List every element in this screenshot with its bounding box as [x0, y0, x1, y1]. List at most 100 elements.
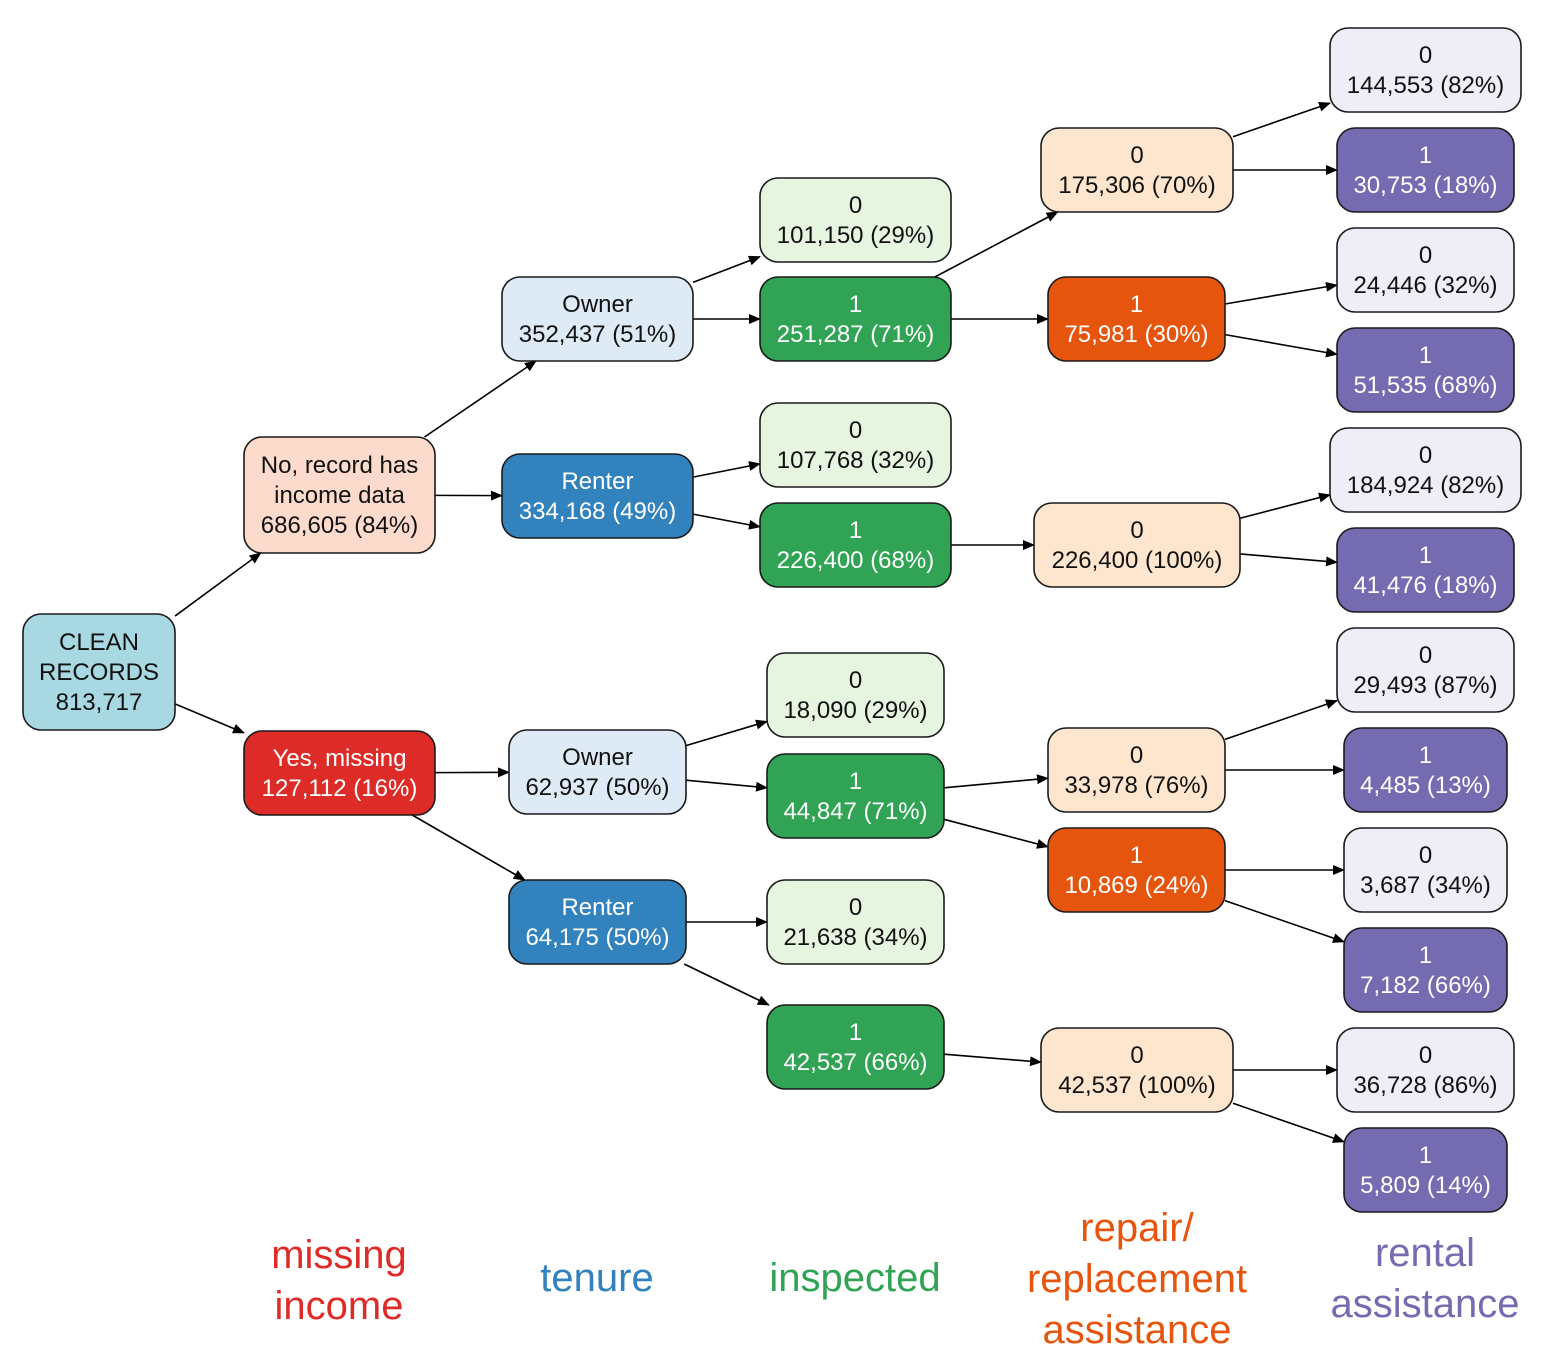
node-count-label: 36,728 (86%): [1353, 1072, 1497, 1099]
edge-arrow-b_r0-to-b_r0_ra0: [1239, 492, 1331, 519]
tree-node-c_r0_ra0: 0 29,493 (87%): [1336, 627, 1515, 713]
tree-node-yes: Yes, missing 127,112 (16%): [243, 730, 436, 816]
tree-node-a_r1: 1 75,981 (30%): [1047, 276, 1226, 362]
node-box: [759, 402, 952, 488]
node-box: [1047, 727, 1226, 813]
node-category-label: 1: [1419, 342, 1432, 369]
node-box: [1336, 527, 1515, 613]
node-category-label: 0: [1130, 142, 1143, 169]
edge-arrow-yes_owner_i1-to-c_r0: [943, 774, 1049, 789]
node-count-label: 127,112 (16%): [262, 775, 418, 802]
tree-node-yes_renter_i1: 142,537 (66%): [766, 1004, 945, 1090]
node-category-label: 0: [1419, 1042, 1432, 1069]
node-category-label: CLEAN: [59, 629, 139, 656]
node-category-label: RECORDS: [39, 659, 159, 686]
tree-node-d_r0: 0 42,537 (100%): [1040, 1027, 1234, 1113]
edge-arrow-no_renter-to-no_renter_i0: [692, 461, 761, 478]
node-box: [759, 177, 952, 263]
node-box: [1336, 627, 1515, 713]
tree-node-a_r1_ra0: 0 24,446 (32%): [1336, 227, 1515, 313]
edge-arrow-root-to-no: [174, 552, 262, 617]
edge-arrow-no_owner_i1-to-a_r0: [934, 211, 1059, 278]
node-category-label: 0: [849, 417, 862, 444]
node-box: [1343, 727, 1508, 813]
node-category-label: 0: [849, 894, 862, 921]
node-box: [1329, 427, 1522, 513]
tree-node-b_r0_ra1: 1 41,476 (18%): [1336, 527, 1515, 613]
node-count-label: 21,638 (34%): [783, 924, 927, 951]
node-category-label: Owner: [562, 291, 633, 318]
node-count-label: 51,535 (68%): [1353, 372, 1497, 399]
node-count-label: 62,937 (50%): [525, 774, 669, 801]
node-category-label: 0: [1130, 517, 1143, 544]
edges-layer: [174, 101, 1345, 1143]
node-count-label: 3,687 (34%): [1360, 872, 1491, 899]
node-count-label: 41,476 (18%): [1353, 572, 1497, 599]
node-box: [1040, 1027, 1234, 1113]
legend-text-line: assistance: [1331, 1282, 1520, 1326]
node-count-label: 144,553 (82%): [1347, 72, 1504, 99]
node-category-label: 1: [1419, 542, 1432, 569]
legend-text-line: repair/: [1080, 1206, 1194, 1250]
node-category-label: 1: [849, 768, 862, 795]
node-category-label: 1: [1419, 942, 1432, 969]
node-box: [1336, 1027, 1515, 1113]
legend-text-line: tenure: [540, 1256, 653, 1300]
node-count-label: 75,981 (30%): [1064, 321, 1208, 348]
node-count-label: 29,493 (87%): [1353, 672, 1497, 699]
node-count-label: 226,400 (100%): [1052, 547, 1223, 574]
node-box: [1329, 27, 1522, 113]
node-category-label: 0: [849, 667, 862, 694]
node-box: [508, 879, 687, 965]
edge-arrow-yes-to-yes_renter: [411, 814, 526, 881]
node-category-label: Yes, missing: [273, 745, 407, 772]
node-count-label: 24,446 (32%): [1353, 272, 1497, 299]
node-box: [1047, 276, 1226, 362]
node-category-label: 0: [1419, 642, 1432, 669]
node-count-label: 686,605 (84%): [261, 512, 418, 539]
node-count-label: 42,537 (100%): [1058, 1072, 1215, 1099]
legend-text-line: income: [275, 1284, 404, 1328]
node-category-label: Renter: [561, 894, 633, 921]
legend-text-line: inspected: [769, 1256, 940, 1300]
node-category-label: 1: [1130, 291, 1143, 318]
edge-arrow-d_r0-to-d_r0_ra1: [1232, 1102, 1345, 1143]
legend-label-tenure: tenure: [540, 1256, 653, 1300]
node-category-label: 0: [1419, 842, 1432, 869]
edge-arrow-b_r0-to-b_r0_ra1: [1239, 553, 1338, 567]
node-box: [1336, 327, 1515, 413]
node-category-label: 0: [1130, 1042, 1143, 1069]
tree-node-c_r0: 033,978 (76%): [1047, 727, 1226, 813]
node-count-label: 7,182 (66%): [1360, 972, 1491, 999]
node-category-label: 0: [1419, 242, 1432, 269]
node-box: [1343, 1127, 1508, 1213]
node-category-label: 1: [1419, 1142, 1432, 1169]
node-category-label: income data: [274, 482, 405, 509]
edge-arrow-yes_owner-to-yes_owner_i0: [685, 719, 768, 747]
node-box: [1047, 827, 1226, 913]
tree-node-d_r0_ra0: 0 36,728 (86%): [1336, 1027, 1515, 1113]
edge-arrow-c_r0-to-c_r0_ra0: [1224, 699, 1338, 741]
node-box: [1343, 827, 1508, 913]
node-category-label: 1: [1419, 742, 1432, 769]
node-box: [759, 502, 952, 588]
edge-arrow-root-to-yes: [174, 703, 245, 734]
node-box: [766, 1004, 945, 1090]
node-box: [243, 730, 436, 816]
tree-node-c_r1: 110,869 (24%): [1047, 827, 1226, 913]
tree-node-d_r0_ra1: 15,809 (14%): [1343, 1127, 1508, 1213]
tree-node-a_r1_ra1: 1 51,535 (68%): [1336, 327, 1515, 413]
node-box: [508, 729, 687, 815]
node-count-label: 33,978 (76%): [1064, 772, 1208, 799]
